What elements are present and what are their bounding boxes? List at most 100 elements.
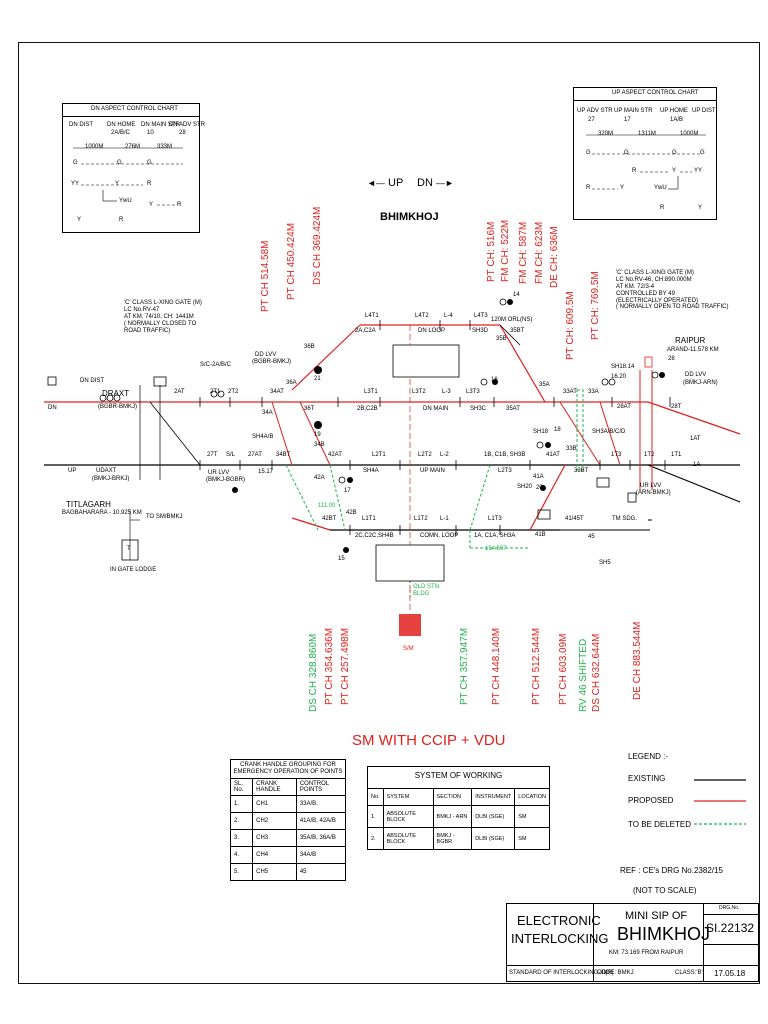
dn-chart-r9: R: [177, 202, 182, 208]
line-label: L-3: [442, 389, 451, 395]
title-mini: MINI SIP OF: [625, 910, 688, 922]
track-label: 2T1: [210, 389, 221, 395]
signal-label: 1A: [693, 462, 701, 468]
dn-chart-d1: 1000M: [85, 144, 104, 150]
dn-chart-sh3: 28: [179, 130, 186, 136]
titlagarh-label: TITLAGARH: [66, 500, 111, 509]
signal-label: 34A: [262, 410, 273, 416]
up-chart-sh1: 27: [588, 117, 595, 123]
system-title: SYSTEM OF WORKING: [367, 766, 550, 789]
signal-label: 35B: [496, 336, 507, 342]
dn-chart-r3: G: [147, 160, 152, 166]
signal-label: 42B: [346, 510, 357, 516]
yard-label: (BMKJ-BRKJ): [92, 476, 130, 482]
line-label: SH4A: [363, 468, 379, 474]
line-label: 1A, C1A, SH3A: [474, 533, 516, 539]
yard-label: 120M ORL(NS): [491, 317, 533, 323]
dn-direction: DN: [417, 177, 433, 189]
to-sm-label: TO SM/BMKJ: [146, 514, 183, 520]
signal-label: 20: [536, 485, 543, 491]
bagbaharara-label: BAGBAHARARA - 10.925 KM: [62, 510, 142, 516]
yard-label: ARAND-11.578 KM: [667, 347, 719, 353]
dn-chart-r2: G: [117, 160, 122, 166]
yard-label: DRAXT: [102, 389, 130, 398]
line-label: L4T2: [415, 313, 429, 319]
signal-label: 41B: [535, 532, 546, 538]
signal-label: 15: [338, 556, 345, 562]
sm-location: S/M: [403, 646, 414, 652]
dn-chart-d2: 276M: [125, 144, 141, 150]
line-label: L4T1: [365, 313, 379, 319]
track-label: 1T1: [671, 452, 682, 458]
dn-chart-r1: G: [73, 160, 78, 166]
up-chart-r4: G: [700, 150, 705, 156]
line-label: UP MAIN: [420, 468, 445, 474]
up-chart-h3: UP HOME: [660, 108, 688, 114]
up-chart-r12: Y: [698, 205, 703, 211]
up-aspect-chart: UP ASPECT CONTROL CHART UP ADV STR UP MA…: [573, 87, 717, 220]
dn-chart-d3: 333M: [157, 144, 173, 150]
track-label: 28T: [671, 404, 682, 410]
station-name: BHIMKHOJ: [380, 211, 439, 223]
signal-label: SH5: [599, 560, 611, 566]
yard-label: UR LVV: [208, 470, 230, 476]
signal-label: 17: [344, 488, 351, 494]
dn-chart-r11: R: [119, 217, 124, 223]
dn-aspect-chart: DN ASPECT CONTROL CHART DN DIST DN HOME …: [62, 103, 205, 233]
line-label: L1T3: [488, 516, 502, 522]
yard-label: RAIPUR: [675, 336, 706, 345]
yard-label: DD LVV: [685, 372, 707, 378]
line-label: L-4: [444, 313, 453, 319]
line-label: 2B,C2B: [357, 406, 378, 412]
yard-label: 15.17: [258, 469, 274, 475]
up-chart-h2: UP MAIN STR: [614, 108, 653, 114]
dn-chart-r4: YY: [71, 181, 80, 187]
up-chart-sh2: 17: [624, 117, 631, 123]
signal-label: 33B: [566, 446, 577, 452]
yard-label: UR LVV: [640, 483, 662, 489]
up-chart-d2: 1311M: [638, 131, 656, 137]
dn-chart-sh1: 2A/B/C: [111, 130, 131, 136]
dn-chart-sh2: 10: [147, 130, 154, 136]
up-chart-h4: UP DIST: [692, 108, 716, 114]
line-label: L3T2: [412, 389, 426, 395]
yard-label: UDAXT: [96, 468, 117, 474]
legend-swatches: [694, 779, 746, 825]
signal-label: 16.20: [611, 374, 627, 380]
signal-label: 14: [513, 292, 520, 298]
up-chart-r7: YY: [694, 168, 703, 174]
track-label: 2T2: [228, 389, 239, 395]
title-left-2: INTERLOCKING: [511, 931, 609, 946]
track-label: 35BT: [510, 328, 525, 334]
sm-title: SM WITH CCIP + VDU: [352, 732, 506, 749]
up-direction-arrow: ◄—: [367, 178, 385, 188]
up-chart-r9: Y: [620, 185, 625, 191]
title-drg-no: SI.22132: [706, 921, 755, 935]
signal-label: 36B: [304, 344, 315, 350]
line-label: L4T3: [474, 313, 488, 319]
track-label: 42BT: [322, 516, 337, 522]
signal-label: DN: [48, 405, 57, 411]
yard-label: (BMKJ-BGBR): [206, 477, 245, 483]
reference-note: REF : CE's DRG No.2382/15: [620, 866, 723, 875]
signal-label: UP: [68, 468, 77, 474]
signal-label: S/C-2A/B/C: [200, 362, 232, 368]
signal-label: 36A: [286, 380, 297, 386]
yard-label: DD LVV: [255, 352, 277, 358]
signal-label: SH20: [517, 484, 533, 490]
track-label: 1T3: [611, 452, 622, 458]
dn-chart-h3: DN MAIN STR: [141, 122, 180, 128]
track-label: 1AT: [690, 436, 701, 442]
up-chart-r2: G: [624, 150, 629, 156]
line-label: 2C,C2C,SH4B: [355, 533, 394, 539]
line-label: DN MAIN: [423, 406, 449, 412]
gate-symbol: T: [127, 546, 131, 552]
line-label: L2T2: [418, 452, 432, 458]
title-station: BHIMKHOJ: [617, 924, 711, 944]
legend-proposed-label: PROPOSED: [628, 796, 674, 805]
line-label: L3T1: [364, 389, 378, 395]
